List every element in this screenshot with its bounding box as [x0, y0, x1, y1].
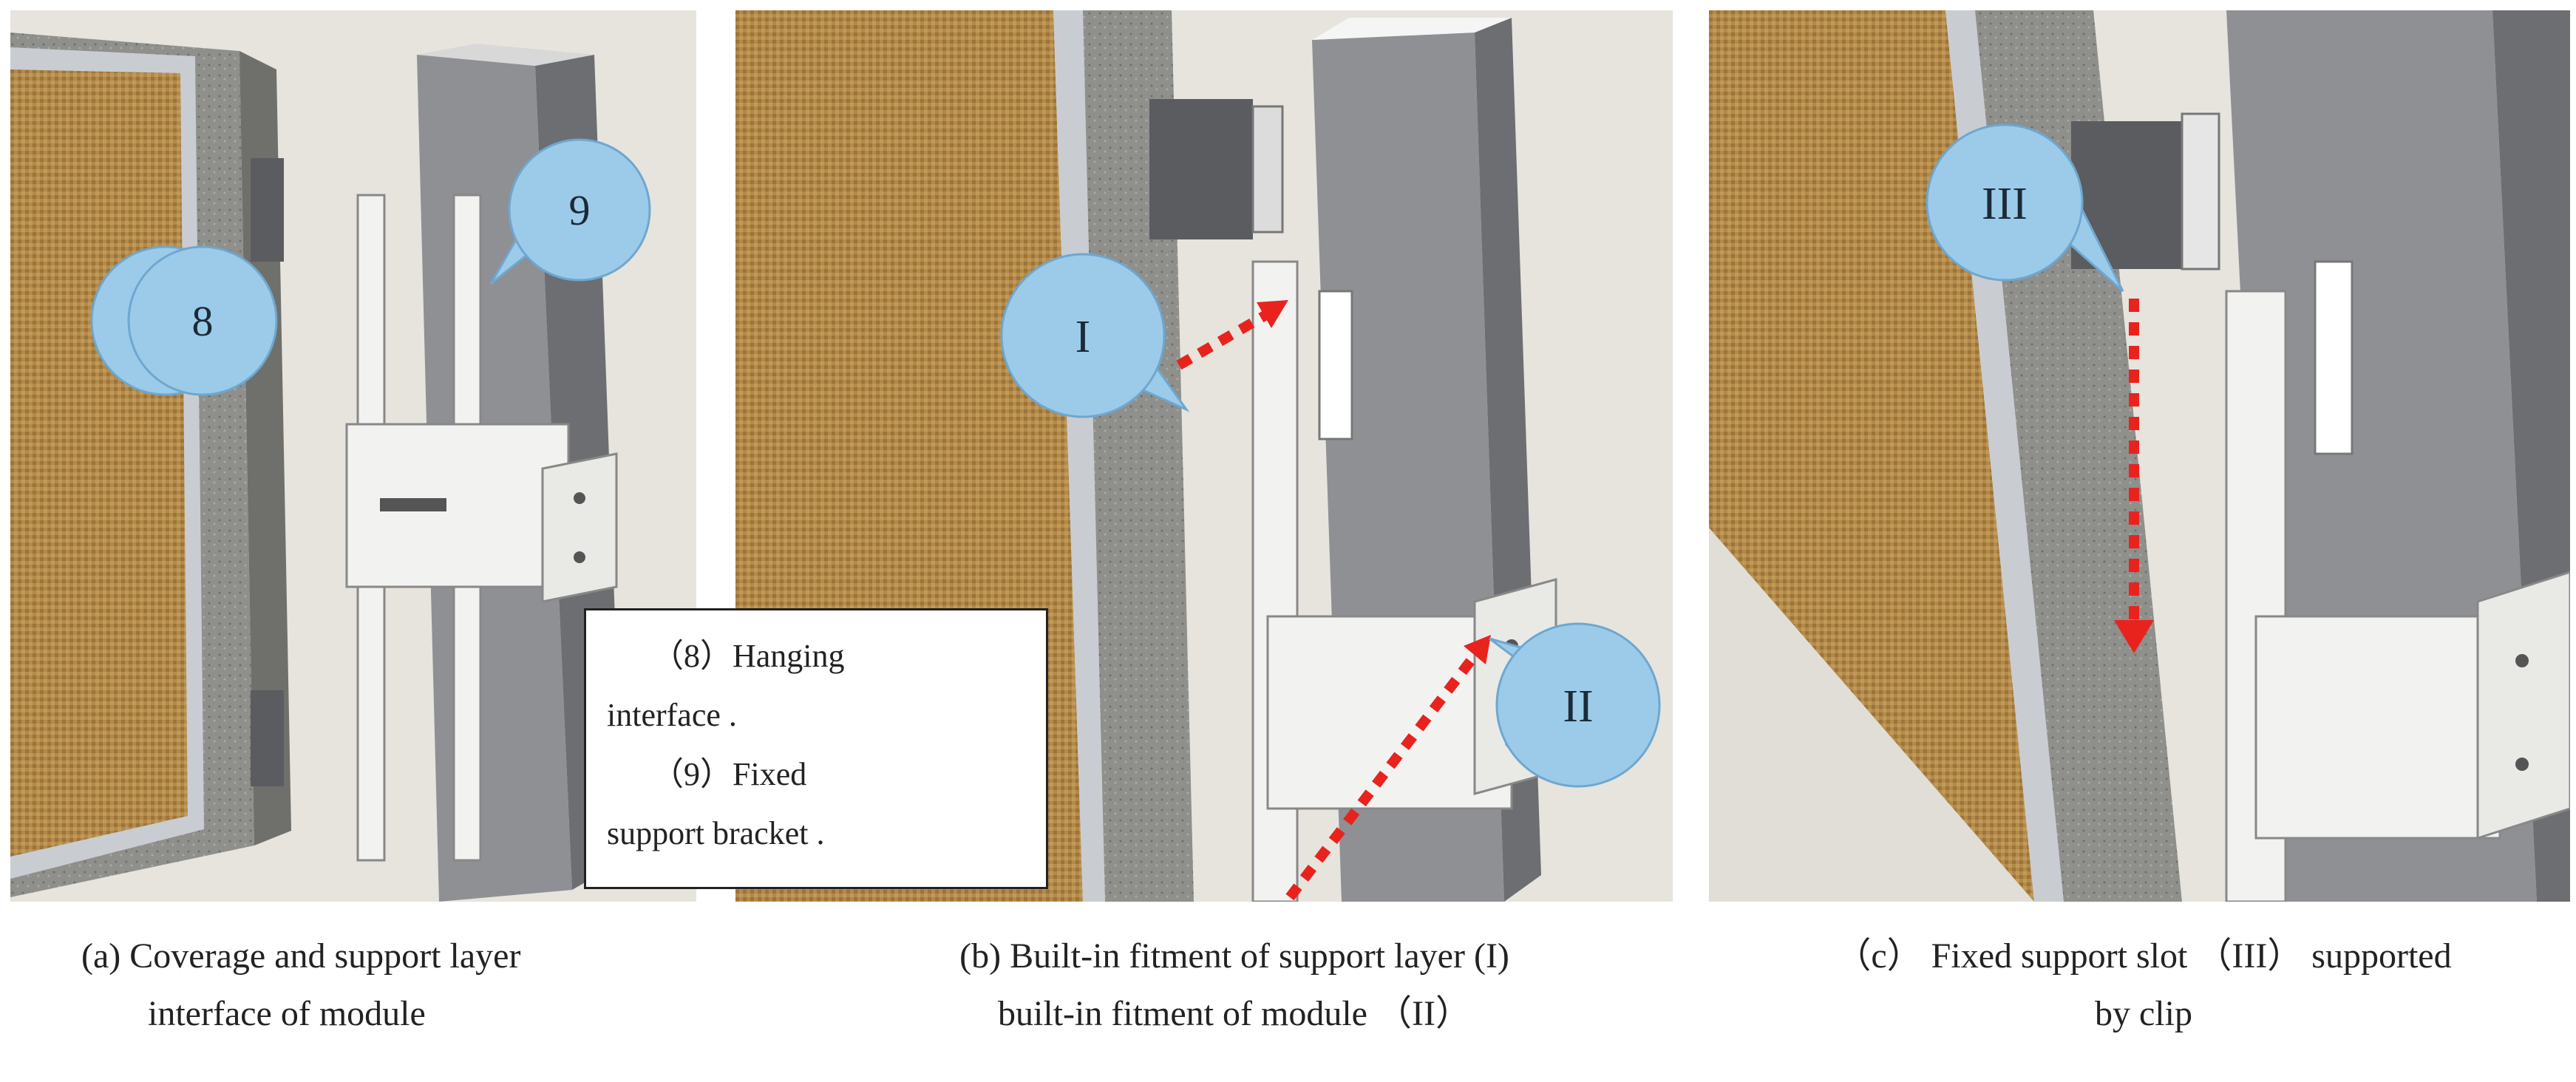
callout-9: 9	[489, 138, 651, 285]
callout-II: II	[1489, 622, 1661, 788]
legend-line-8: （8）Hanging	[651, 638, 845, 674]
caption-b-line1: (b) Built-in fitment of support layer (I…	[959, 936, 1509, 976]
caption-b-line2: built-in fitment of module （II）	[998, 994, 1471, 1033]
hanging-hook-top	[1149, 99, 1253, 239]
arrow-I	[1176, 304, 1278, 370]
callout-8: 8	[90, 245, 278, 396]
caption-a-line2: interface of module	[148, 994, 426, 1033]
legend-line-9: （9）Fixed	[651, 756, 807, 792]
hanging-hook-bottom	[251, 690, 284, 786]
panel-c-illustration: III	[1709, 10, 2570, 902]
bracket-ear	[2476, 571, 2570, 840]
module-frame	[1053, 10, 1105, 902]
caption-c-line2: by clip	[2095, 994, 2192, 1033]
bracket-clip	[2314, 260, 2354, 455]
callout-III: III	[1926, 123, 2124, 293]
callout-I: I	[1000, 253, 1190, 418]
hanging-hook-top	[251, 158, 284, 262]
caption-c: （c） Fixed support slot （III） supported b…	[1730, 928, 2558, 1043]
callout-label-9: 9	[569, 186, 591, 234]
callout-label-III: III	[1982, 179, 2028, 229]
coverage-mat	[10, 69, 188, 857]
legend-line-9-cont: support bracket .	[607, 815, 825, 851]
panel-a-illustration: 8 9	[10, 10, 696, 902]
caption-a: (a) Coverage and support layer interface…	[81, 928, 687, 1043]
arrow-II	[1285, 642, 1486, 901]
bracket-clip	[1318, 290, 1353, 440]
caption-b: (b) Built-in fitment of support layer (I…	[813, 928, 1656, 1043]
legend-line-8-cont: interface .	[607, 697, 737, 733]
callout-label-8: 8	[192, 297, 214, 345]
legend-box: （8）Hanging interface . （9）Fixed support …	[584, 608, 1048, 889]
caption-c-line1: （c） Fixed support slot （III） supported	[1835, 936, 2452, 976]
bracket-ear	[541, 452, 618, 603]
bracket-plate	[2254, 615, 2501, 840]
caption-a-line1: (a) Coverage and support layer	[81, 936, 521, 976]
callout-label-I: I	[1075, 312, 1091, 362]
callout-label-II: II	[1563, 681, 1593, 732]
